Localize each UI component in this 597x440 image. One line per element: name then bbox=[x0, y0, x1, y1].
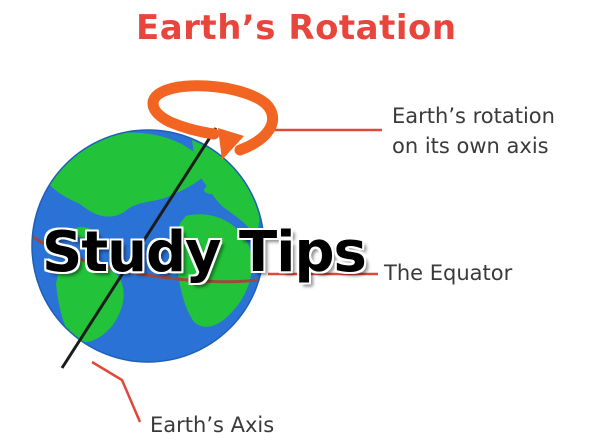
globe bbox=[31, 129, 265, 363]
rotation-arrow-icon bbox=[147, 80, 279, 160]
earth-axis-line bbox=[60, 127, 218, 369]
diagram-title: Earth’s Rotation bbox=[136, 8, 457, 48]
axis-pointer-line bbox=[91, 360, 142, 423]
rotation-label: Earth’s rotation on its own axis bbox=[392, 101, 555, 161]
study-tips-overlay: Study Tips bbox=[42, 220, 367, 285]
equator-label: The Equator bbox=[384, 261, 513, 285]
axis-label: Earth’s Axis bbox=[150, 413, 275, 437]
rotation-label-line1: Earth’s rotation bbox=[392, 104, 555, 128]
rotation-label-line2: on its own axis bbox=[392, 134, 549, 158]
